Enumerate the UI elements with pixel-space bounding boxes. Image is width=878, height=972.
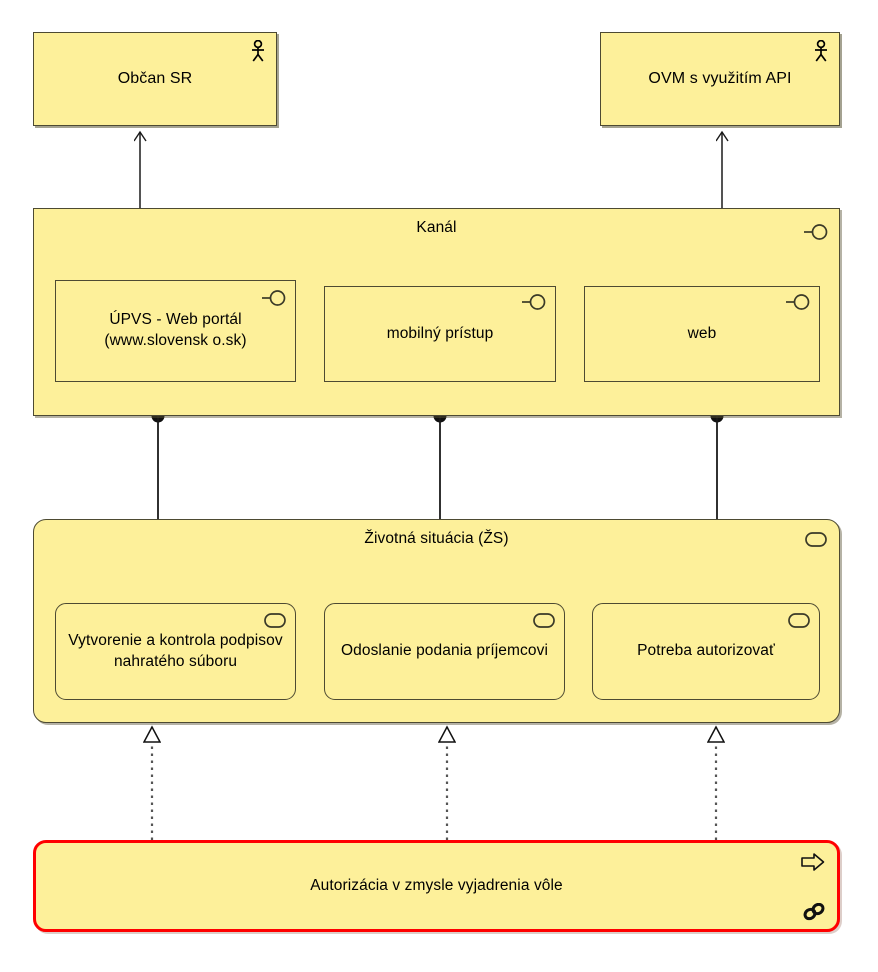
process-odoslanie-podania-label: Odoslanie podania príjemcovi xyxy=(340,642,548,660)
process-potreba-autorizovat-label: Potreba autorizovať xyxy=(637,642,775,660)
business-process-rounded-icon xyxy=(264,613,286,628)
interface-lollipop-icon xyxy=(785,293,811,311)
actor-ovm-api[interactable]: OVM s využitím API xyxy=(600,32,840,126)
actor-obcan-sr-label: Občan SR xyxy=(117,70,193,88)
interface-lollipop-icon xyxy=(803,223,829,241)
element-mobilny-pristup[interactable]: mobilný prístup xyxy=(324,286,556,382)
element-web-label: web xyxy=(687,324,717,342)
group-kanal-label: Kanál xyxy=(416,219,457,236)
element-mobilny-pristup-label: mobilný prístup xyxy=(386,324,494,342)
actor-icon xyxy=(813,39,829,62)
business-process-rounded-icon xyxy=(805,532,827,547)
business-process-rounded-icon xyxy=(533,613,555,628)
actor-ovm-api-label: OVM s využitím API xyxy=(648,70,792,88)
element-autorizacia-vyjadrenie-vole-label: Autorizácia v zmysle vyjadrenia vôle xyxy=(310,876,563,894)
process-vytvorenie-kontrola-podpisov-label: Vytvorenie a kontrola podpisov nahratého… xyxy=(68,631,283,670)
process-arrow-icon xyxy=(801,852,825,872)
interface-lollipop-icon xyxy=(521,293,547,311)
element-upvs-web-portal[interactable]: ÚPVS - Web portál (www.slovensk o.sk) xyxy=(55,280,296,382)
actor-icon xyxy=(250,39,266,62)
process-potreba-autorizovat[interactable]: Potreba autorizovať xyxy=(592,603,820,700)
group-zivotna-situacia-label: Životná situácia (ŽS) xyxy=(364,530,509,547)
process-odoslanie-podania[interactable]: Odoslanie podania príjemcovi xyxy=(324,603,565,700)
element-web[interactable]: web xyxy=(584,286,820,382)
actor-obcan-sr[interactable]: Občan SR xyxy=(33,32,277,126)
element-upvs-web-portal-label: ÚPVS - Web portál (www.slovensk o.sk) xyxy=(104,311,247,349)
business-process-rounded-icon xyxy=(788,613,810,628)
element-autorizacia-vyjadrenie-vole[interactable]: Autorizácia v zmysle vyjadrenia vôle xyxy=(33,840,840,932)
process-vytvorenie-kontrola-podpisov[interactable]: Vytvorenie a kontrola podpisov nahratého… xyxy=(55,603,296,700)
chain-link-icon xyxy=(803,902,825,921)
interface-lollipop-icon xyxy=(261,289,287,307)
